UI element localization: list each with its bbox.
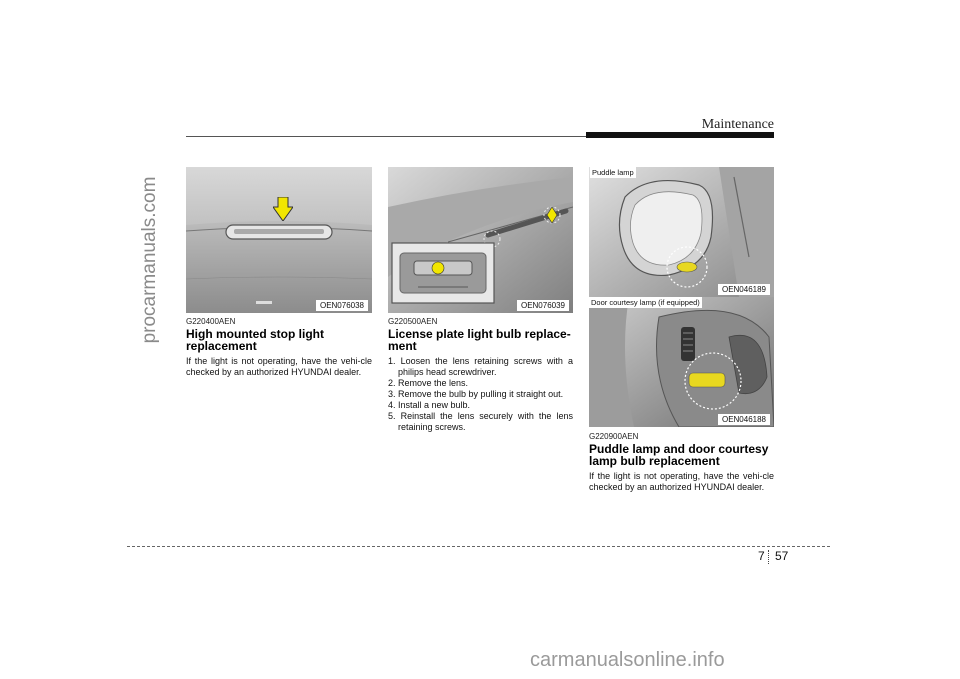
section-code: G220900AEN	[589, 432, 639, 441]
license-plate-illustration	[388, 167, 573, 313]
section-body: If the light is not operating, have the …	[186, 356, 372, 377]
step-item: 2. Remove the lens.	[388, 378, 469, 388]
section-heading: Puddle lamp and door courtesy lamp bulb …	[589, 442, 769, 468]
section-body: If the light is not operating, have the …	[589, 471, 774, 492]
arrow-down-icon	[273, 197, 293, 221]
figure-license-plate-light: OEN076039	[388, 167, 573, 313]
header-rule	[186, 136, 586, 137]
page-separator	[768, 550, 769, 564]
rear-window-illustration	[186, 167, 372, 313]
figure-code: OEN076039	[516, 300, 569, 311]
step-item: 1. Loosen the lens retaining screws with…	[388, 356, 573, 377]
section-license-plate-light: G220500AEN License plate light bulb repl…	[388, 317, 573, 433]
section-code: G220400AEN	[186, 317, 236, 326]
figure-high-mounted-stop-light: OEN076038	[186, 167, 372, 313]
steps-list: 1. Loosen the lens retaining screws with…	[388, 356, 573, 433]
mirror-illustration	[589, 167, 774, 297]
section-code: G220500AEN	[388, 317, 438, 326]
section-title: Maintenance	[701, 117, 774, 132]
chapter-number: 7	[758, 549, 765, 563]
section-high-mounted-stop-light: G220400AEN High mounted stop light repla…	[186, 317, 372, 378]
figure-code: OEN076038	[315, 300, 368, 311]
section-puddle-lamp: G220900AEN Puddle lamp and door courtesy…	[589, 432, 774, 493]
figure-puddle-lamp: Puddle lamp OEN046189	[589, 167, 774, 297]
header-bar	[586, 132, 774, 138]
step-item: 3. Remove the bulb by pulling it straigh…	[388, 389, 564, 399]
section-heading: License plate light bulb replace-ment	[388, 327, 571, 353]
figure-label: Door courtesy lamp (if equipped)	[589, 297, 702, 308]
page-number: 57	[775, 549, 789, 563]
figure-door-courtesy-lamp: Door courtesy lamp (if equipped) OEN0461…	[589, 297, 774, 427]
door-illustration	[589, 297, 774, 427]
figure-code: OEN046188	[717, 414, 770, 425]
figure-code: OEN046189	[717, 284, 770, 295]
side-watermark: procarmanuals.com	[139, 176, 160, 344]
step-item: 5. Reinstall the lens securely with the …	[388, 411, 573, 432]
step-item: 4. Install a new bulb.	[388, 400, 471, 410]
figure-label: Puddle lamp	[590, 167, 636, 178]
section-heading: High mounted stop light replacement	[186, 327, 324, 353]
bottom-watermark: carmanualsonline.info	[530, 649, 725, 671]
footer-rule	[127, 546, 830, 547]
